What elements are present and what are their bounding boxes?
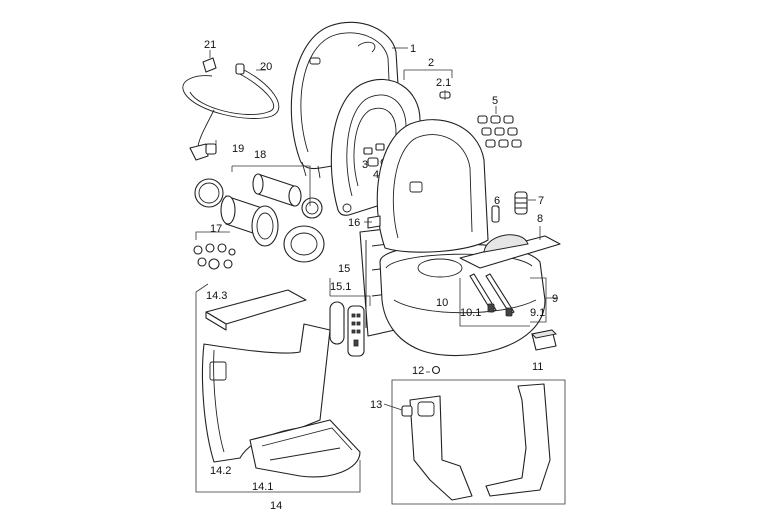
part-toilet-body bbox=[359, 119, 546, 357]
part-fasteners-17 bbox=[193, 243, 236, 270]
callout-9: 9 bbox=[552, 293, 558, 305]
callout-13: 13 bbox=[370, 399, 382, 411]
callout-20: 20 bbox=[260, 61, 272, 73]
group-frame-14 bbox=[195, 283, 361, 493]
callout-14-1: 14.1 bbox=[252, 481, 273, 493]
callout-18: 18 bbox=[254, 149, 266, 161]
part-pads-5 bbox=[477, 115, 522, 148]
part-hinge-3 bbox=[363, 143, 385, 155]
part-valve-7 bbox=[514, 191, 528, 215]
part-pipes-18 bbox=[194, 173, 325, 263]
callout-7: 7 bbox=[538, 195, 544, 207]
callout-5: 5 bbox=[492, 95, 498, 107]
part-rails-9 bbox=[469, 273, 515, 317]
part-connector-6 bbox=[491, 205, 500, 223]
group-frame-13 bbox=[391, 379, 566, 505]
callout-14-3: 14.3 bbox=[206, 290, 227, 302]
callout-17: 17 bbox=[210, 223, 222, 235]
callout-11: 11 bbox=[532, 361, 543, 373]
callout-6: 6 bbox=[494, 195, 500, 207]
part-box-11 bbox=[530, 329, 558, 351]
part-elbow-19 bbox=[189, 143, 217, 161]
part-screw-12 bbox=[431, 365, 441, 375]
callout-8: 8 bbox=[537, 213, 543, 225]
callout-labels: 1 2 2.1 3 4 5 6 7 8 9 9.1 10 10.1 11 12 … bbox=[204, 39, 558, 512]
callout-9-1: 9.1 bbox=[530, 307, 545, 319]
part-fitting-21 bbox=[202, 57, 217, 73]
part-bracket-8 bbox=[459, 234, 561, 269]
callout-1: 1 bbox=[410, 43, 416, 55]
callout-15: 15 bbox=[338, 263, 350, 275]
part-clip-16 bbox=[367, 215, 381, 229]
callout-3: 3 bbox=[362, 159, 368, 171]
callout-21: 21 bbox=[204, 39, 216, 51]
callout-14-2: 14.2 bbox=[210, 465, 231, 477]
callout-2-1: 2.1 bbox=[436, 77, 451, 89]
callout-4: 4 bbox=[373, 169, 379, 181]
callout-10: 10 bbox=[436, 297, 448, 309]
part-remote-15 bbox=[329, 301, 365, 357]
callout-16: 16 bbox=[348, 217, 360, 229]
callout-2: 2 bbox=[428, 57, 434, 69]
callout-10-1: 10.1 bbox=[460, 307, 481, 319]
leader-lines bbox=[195, 47, 558, 411]
callout-14: 14 bbox=[270, 500, 282, 512]
part-hose-20 bbox=[182, 63, 280, 147]
callout-15-1: 15.1 bbox=[330, 281, 351, 293]
callout-19: 19 bbox=[232, 143, 244, 155]
callout-12: 12 bbox=[412, 365, 424, 377]
